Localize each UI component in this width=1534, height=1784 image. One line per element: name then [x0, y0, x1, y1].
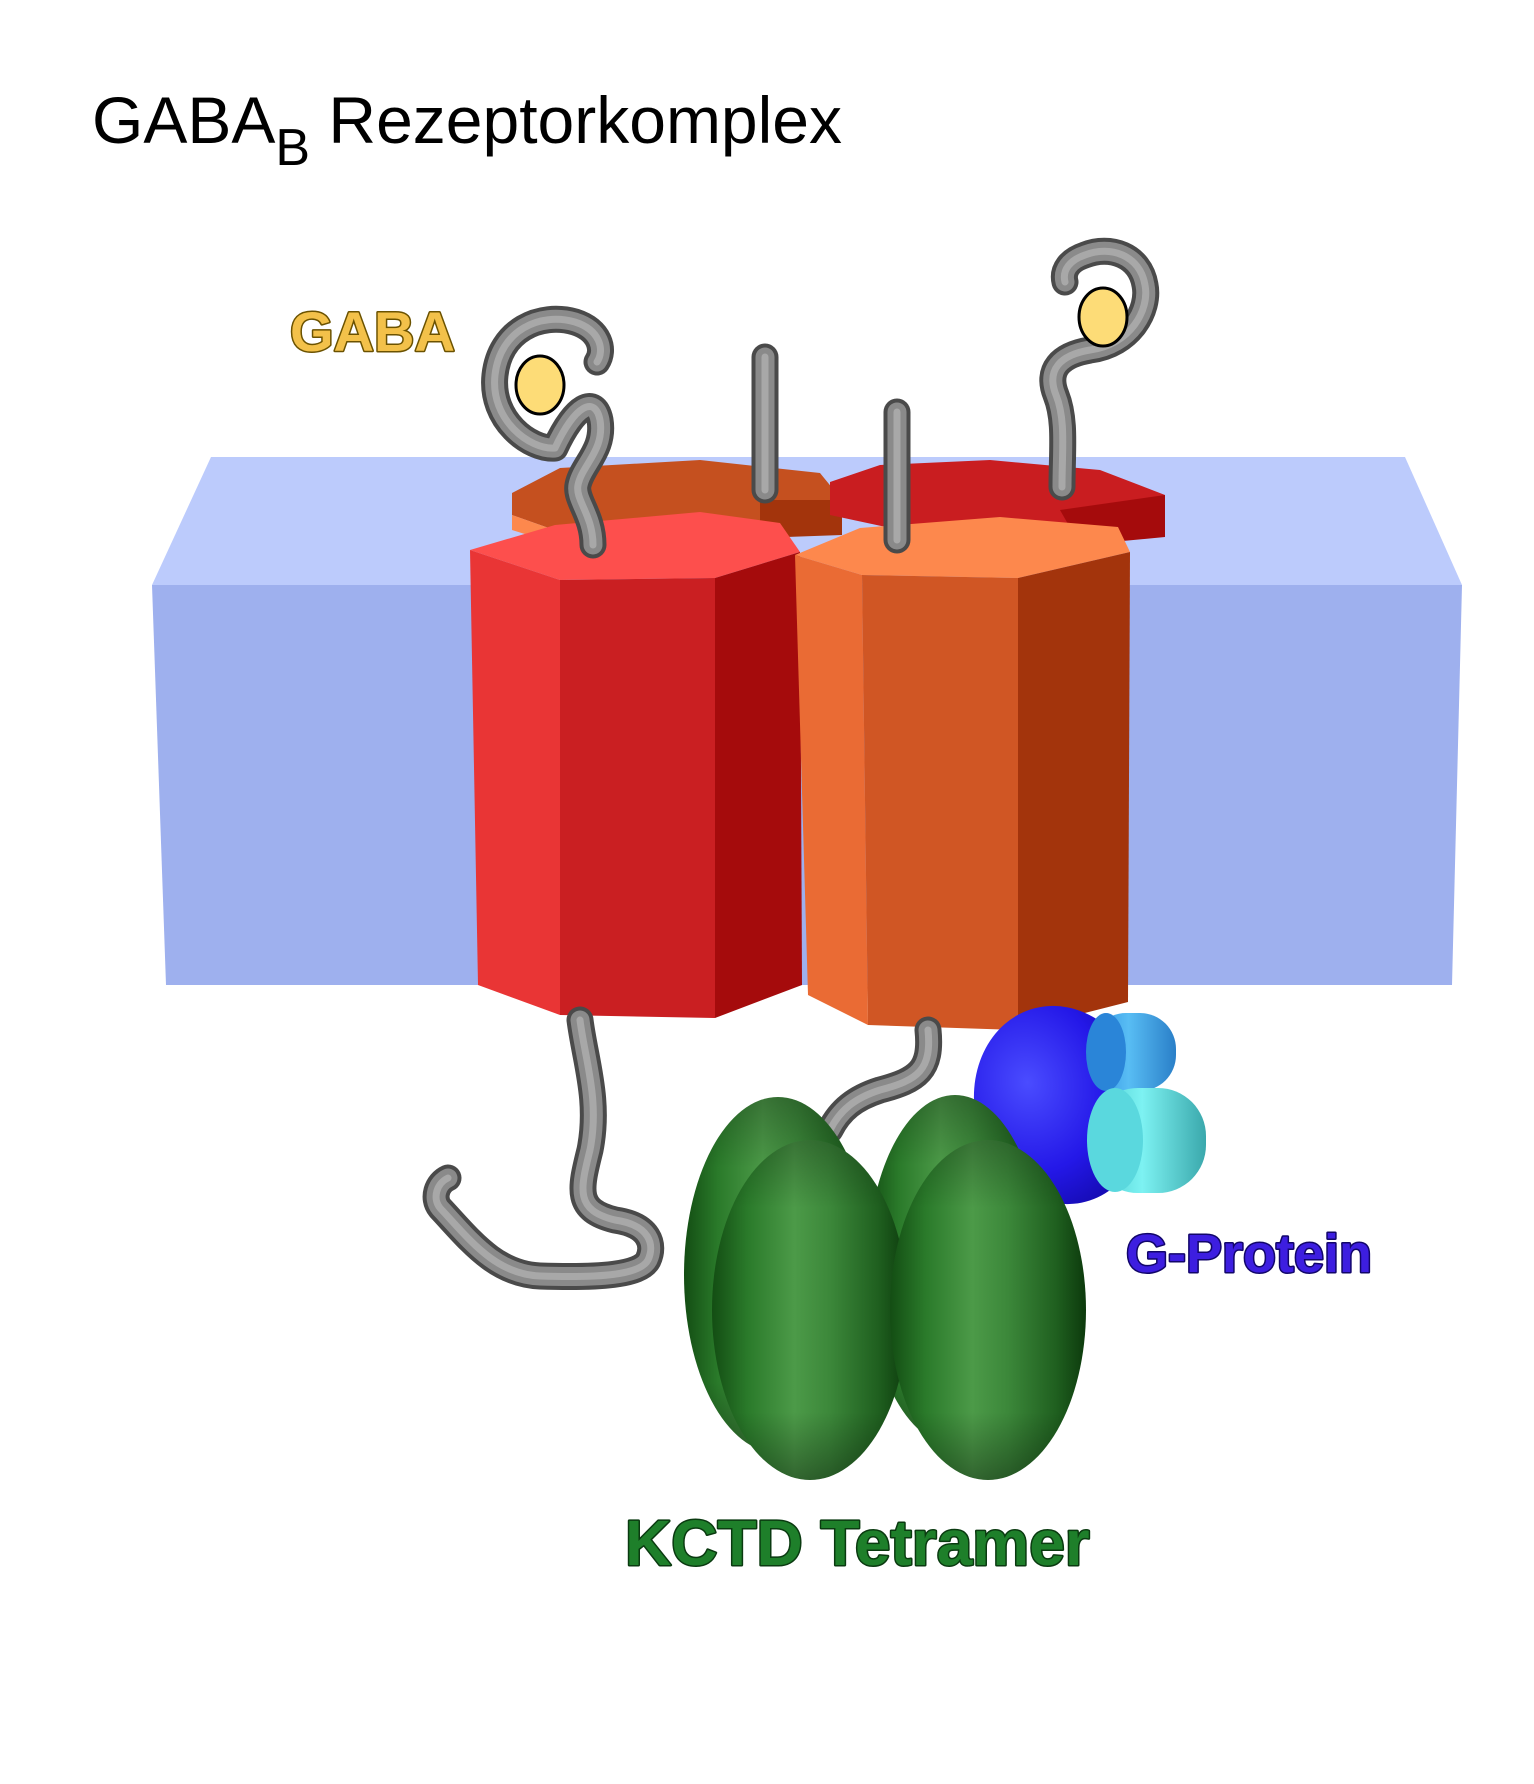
kctd-tetramer — [684, 1095, 1086, 1480]
g-protein-gamma — [1087, 1088, 1206, 1193]
kctd-subunit-front-left — [712, 1140, 908, 1480]
kctd-subunit-front-right — [890, 1140, 1086, 1480]
orange-receptor-left-face — [795, 555, 868, 1025]
title-gaba: GABA — [92, 83, 275, 157]
title-rest: Rezeptorkomplex — [310, 83, 842, 157]
orange-receptor-front-face — [862, 575, 1018, 1030]
title-main: GABAB Rezeptorkomplex — [92, 83, 842, 177]
gaba-ligands — [514, 286, 1129, 416]
g-protein-beta — [1086, 1013, 1176, 1091]
gaba-label: GABA — [290, 300, 455, 363]
front-upper-chains — [481, 305, 911, 559]
upper-chains — [751, 237, 1160, 504]
gaba-ligand-right — [1077, 286, 1129, 348]
red-receptor — [470, 512, 802, 1018]
orange-receptor-top — [795, 517, 1130, 578]
red-receptor-front-face — [560, 578, 715, 1018]
gaba-ligand-left — [514, 354, 566, 416]
title-subscript: B — [275, 119, 310, 177]
orange-receptor — [795, 517, 1130, 1030]
lower-chains — [422, 1006, 943, 1291]
red-receptor-right-face — [715, 552, 802, 1018]
g-protein-label: G-Protein — [1126, 1224, 1372, 1284]
red-receptor-top — [470, 512, 800, 580]
title: GABAB Rezeptorkomplex — [92, 83, 842, 177]
orange-receptor-right-face — [1018, 552, 1130, 1030]
red-receptor-left-face — [470, 550, 560, 1015]
kctd-tetramer-label: KCTD Tetramer — [625, 1507, 1090, 1579]
